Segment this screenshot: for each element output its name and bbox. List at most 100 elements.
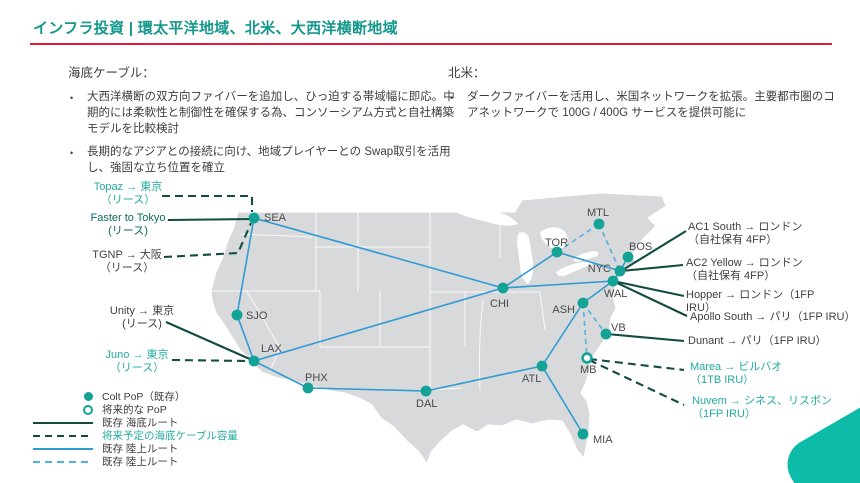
cable-label-line: Nuvem → シネス、リスボン xyxy=(692,395,832,407)
cable-label-ac1: AC1 South → ロンドン（自社保有 4FP） xyxy=(688,221,848,246)
cable-label-dunant: Dunant → パリ（1FP IRU） xyxy=(688,335,856,348)
cable-label-ac2: AC2 Yellow → ロンドン（自社保有 4FP） xyxy=(686,257,846,282)
cable-label-topaz: Topaz → 東京（リース） xyxy=(82,181,174,206)
cable-connector-tgnp xyxy=(163,222,252,259)
cable-label-unity: Unity → 東京(リース) xyxy=(96,305,188,330)
cable-label-apollo: Apollo South → パリ（1FP IRU） xyxy=(690,311,858,324)
legend-label: 既存 海底ルート xyxy=(102,417,179,429)
legend-marker xyxy=(33,434,93,437)
cable-connector-topaz xyxy=(162,194,254,212)
bullet-marker: • xyxy=(450,93,454,103)
cable-label-tgnp: TGNP → 大阪（リース） xyxy=(80,249,174,274)
cable-label-line: (リース) xyxy=(108,224,148,237)
map-node-ATL xyxy=(536,360,548,372)
cable-label-line: Hopper → ロンドン（1FP xyxy=(686,289,815,301)
cable-connector-unity xyxy=(165,321,253,361)
map-node-label-VB: VB xyxy=(611,322,626,334)
section-heading: 北米： xyxy=(448,66,486,80)
bullet-text: ダークファイバーを活用し、米国ネットワークを拡張。主要都市圏のコアネットワークで… xyxy=(467,91,835,120)
map-node-NYC xyxy=(614,265,626,277)
submarine-routes-existing xyxy=(165,217,688,361)
map-node-label-MIA: MIA xyxy=(593,434,613,446)
cable-label-line: Faster to Tokyo xyxy=(90,212,166,224)
legend-item: 既存 陸上ルート xyxy=(33,455,238,468)
cable-label-line: Topaz → 東京 xyxy=(93,181,163,193)
bullet-text: 大西洋横断の双方向ファイバーを追加し、ひっ迫する帯域幅に即応。中期的には柔軟性と… xyxy=(87,91,455,136)
land-route-CHI-WAL xyxy=(502,280,614,289)
legend-item: 既存 海底ルート xyxy=(33,416,238,429)
legend-item: 将来予定の海底ケーブル容量 xyxy=(33,429,238,442)
map-node-MTL xyxy=(593,218,605,230)
map-node-MIA xyxy=(577,428,589,440)
legend-item: 既存 陸上ルート xyxy=(33,442,238,455)
map-node-label-LAX: LAX xyxy=(261,343,282,355)
land-route-dashed-ASH-MB xyxy=(582,302,588,359)
cable-label-line: Unity → 東京 xyxy=(109,305,175,317)
bullet-item: • ダークファイバーを活用し、米国ネットワークを拡張。主要都市圏のコアネットワーク… xyxy=(448,89,840,121)
cable-label-line: TGNP → 大阪 xyxy=(92,249,162,261)
cable-label-line: Marea → ビルバオ xyxy=(690,361,783,373)
cable-label-line: （リース） xyxy=(100,193,156,206)
legend-marker xyxy=(33,421,93,424)
cable-connector-marea xyxy=(588,357,685,372)
cable-connector-ac1 xyxy=(620,230,687,272)
map-node-label-WAL: WAL xyxy=(604,288,627,300)
cable-label-line: Juno → 東京 xyxy=(105,349,169,361)
cable-label-line: Dunant → パリ（1FP IRU） xyxy=(688,335,827,347)
map-node-WAL xyxy=(607,275,619,287)
legend-marker xyxy=(33,460,93,463)
map-node-label-DAL: DAL xyxy=(416,398,437,410)
bullet-marker: • xyxy=(70,148,74,159)
cable-label-line: AC1 South → ロンドン xyxy=(688,221,803,233)
legend-marker xyxy=(33,392,93,401)
map-node-TOR xyxy=(551,246,563,258)
state-borders xyxy=(212,212,546,391)
map-node-label-MB: MB xyxy=(580,364,597,376)
land-route-DAL-ATL xyxy=(425,365,543,392)
land-route-CHI-TOR xyxy=(502,251,558,289)
land-route-LAX-CHI xyxy=(253,287,504,362)
cable-connector-ac2 xyxy=(620,263,684,273)
cable-label-marea: Marea → ビルバオ（1TB IRU） xyxy=(690,361,840,386)
map-node-label-CHI: CHI xyxy=(490,298,509,310)
legend-label: Colt PoP（既存） xyxy=(102,391,186,403)
land-route-dashed-ASH-VB xyxy=(582,302,607,335)
legend-marker xyxy=(33,404,93,415)
map-node-label-SJO: SJO xyxy=(246,310,268,322)
legend-label: 既存 陸上ルート xyxy=(102,443,179,455)
map-node-label-PHX: PHX xyxy=(305,372,328,384)
cable-connector-faster xyxy=(167,217,255,222)
land-route-SEA-SJO xyxy=(236,217,255,316)
legend-item: 将来的な PoP xyxy=(33,403,238,416)
page-title: インフラ投資 | 環太平洋地域、北米、大西洋横断地域 xyxy=(33,20,398,37)
map-node-SJO xyxy=(231,309,243,321)
legend-item: Colt PoP（既存） xyxy=(33,390,238,403)
map-node-MB xyxy=(581,352,593,364)
cable-connector-apollo xyxy=(612,280,688,317)
cable-label-nuvem: Nuvem → シネス、リスボン（1FP IRU） xyxy=(692,395,860,420)
map-node-CHI xyxy=(497,282,509,294)
cable-label-line: (リース) xyxy=(122,317,162,330)
map-node-DAL xyxy=(420,385,432,397)
land-route-SJO-LAX xyxy=(236,314,255,362)
map-node-label-ATL: ATL xyxy=(522,373,541,385)
submarine-route-line-icon xyxy=(33,421,93,424)
land-route-ATL-MIA xyxy=(541,365,584,435)
bullet-marker: • xyxy=(70,93,74,103)
land-routes-existing xyxy=(236,217,629,435)
cable-label-line: （1FP IRU） xyxy=(692,407,756,420)
map-node-label-MTL: MTL xyxy=(587,207,609,219)
map-node-ASH xyxy=(577,297,589,309)
legend-label: 将来予定の海底ケーブル容量 xyxy=(102,430,238,442)
future-submarine-line-icon xyxy=(33,434,93,437)
map-node-PHX xyxy=(302,382,314,394)
cable-label-juno: Juno → 東京（リース） xyxy=(92,349,182,374)
bullet-text: 長期的なアジアとの接続に向け、地域プレイヤーとの Swap取引を活用し、強固な立… xyxy=(87,146,451,175)
map-node-label-ASH: ASH xyxy=(552,304,575,316)
land-route-WAL-ASH xyxy=(582,280,614,304)
cable-label-line: （自社保有 4FP） xyxy=(686,269,776,282)
pop-existing-icon xyxy=(84,392,93,401)
map-node-LAX xyxy=(248,355,260,367)
